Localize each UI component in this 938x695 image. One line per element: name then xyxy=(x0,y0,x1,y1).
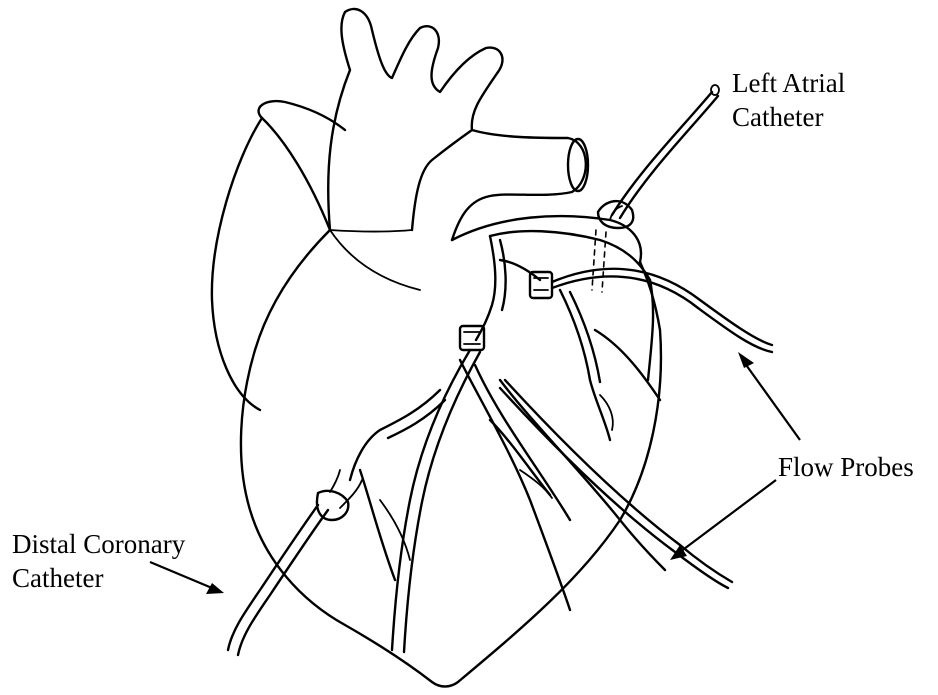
label-flow-probes-text: Flow Probes xyxy=(778,450,914,484)
vena-cava xyxy=(212,101,345,410)
flow-probe-lad xyxy=(460,326,484,350)
label-distal-coronary-catheter: Distal Coronary Catheter xyxy=(12,527,185,595)
flow-probe-lead-lower xyxy=(500,380,732,588)
distal-coronary-catheter xyxy=(228,470,362,655)
label-distal-line2: Catheter xyxy=(12,561,185,595)
heart-outline xyxy=(241,216,661,686)
arrow-flow-probes-upper xyxy=(738,352,800,440)
aortic-arch xyxy=(328,9,588,240)
label-left-atrial-line1: Left Atrial xyxy=(732,66,845,100)
label-distal-line1: Distal Coronary xyxy=(12,527,185,561)
arrow-flow-probes-lower xyxy=(670,480,776,560)
label-left-atrial-line2: Catheter xyxy=(732,100,845,134)
left-atrial-catheter xyxy=(592,85,719,292)
label-left-atrial-catheter: Left Atrial Catheter xyxy=(732,66,845,134)
coronary-arteries xyxy=(350,236,665,652)
label-flow-probes: Flow Probes xyxy=(778,450,914,484)
